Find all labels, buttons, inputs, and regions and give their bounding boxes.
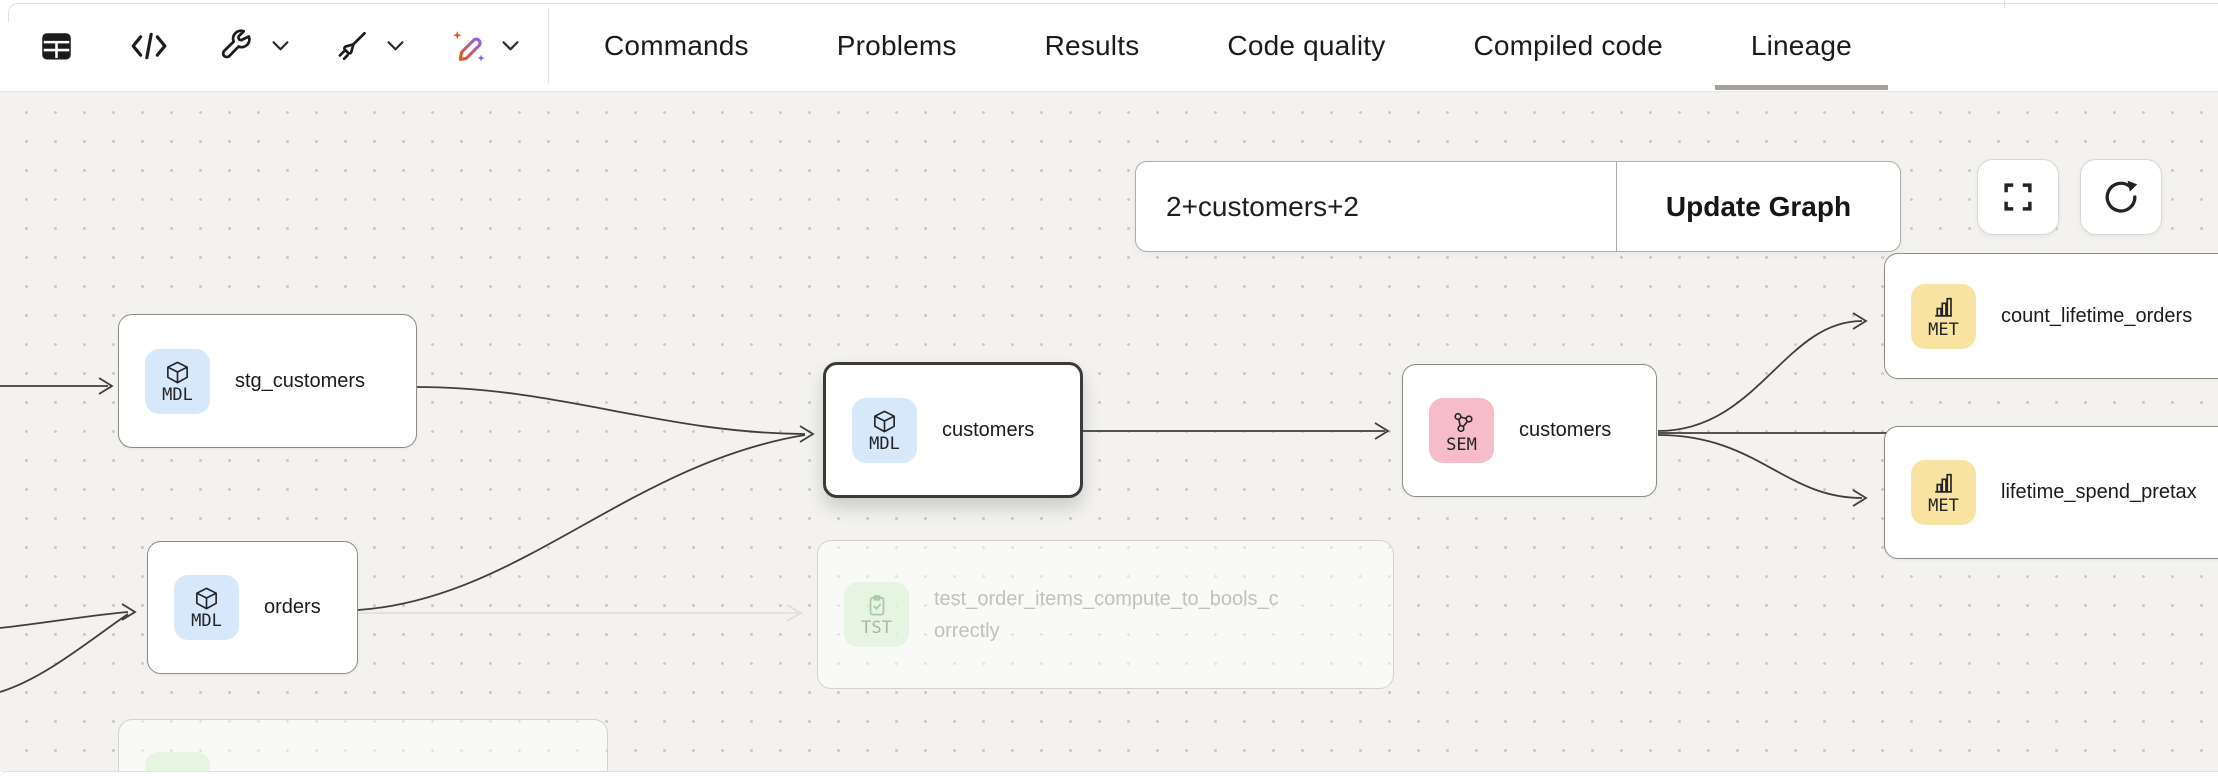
bottom-strip xyxy=(0,771,2218,781)
node-type-label: SEM xyxy=(1446,434,1477,455)
panel-header: Commands Problems Results Code quality C… xyxy=(0,0,2218,91)
node-test-order-items[interactable]: TST test_order_items_compute_to_bools_co… xyxy=(817,540,1394,689)
wrench-icon[interactable] xyxy=(217,27,254,64)
pane-top-divider-tick xyxy=(2004,0,2005,8)
edge-into-orders-2 xyxy=(0,613,129,693)
chevron-down-icon[interactable] xyxy=(498,33,523,58)
clipboard-check-icon xyxy=(869,594,884,616)
node-label: customers xyxy=(942,418,1035,441)
editor-toolbar xyxy=(0,0,523,91)
model-selector-input[interactable] xyxy=(1136,162,1616,251)
tab-lineage[interactable]: Lineage xyxy=(1714,0,1888,91)
edge-arrowhead xyxy=(121,603,137,621)
tab-commands[interactable]: Commands xyxy=(604,29,749,61)
chevron-down-icon[interactable] xyxy=(268,33,293,58)
edge-arrowhead xyxy=(1374,422,1390,440)
fullscreen-icon xyxy=(2004,183,2032,211)
network-icon xyxy=(1453,412,1473,432)
update-graph-button[interactable]: Update Graph xyxy=(1617,162,1900,251)
tab-results[interactable]: Results xyxy=(1044,29,1140,61)
node-type-label: MET xyxy=(1928,319,1959,340)
tab-problems[interactable]: Problems xyxy=(836,29,957,61)
bar-chart-icon xyxy=(1935,473,1952,493)
node-type-label: MDL xyxy=(191,611,222,631)
bar-chart-icon xyxy=(1935,297,1952,317)
edge-arrowhead xyxy=(786,604,803,622)
tab-code-quality[interactable]: Code quality xyxy=(1227,29,1386,61)
refresh-icon xyxy=(2105,180,2138,213)
magic-pencil-icon[interactable] xyxy=(450,27,488,65)
edge-arrowhead xyxy=(799,425,815,443)
node-type-label: MDL xyxy=(162,384,193,405)
chevron-down-icon[interactable] xyxy=(383,33,408,58)
broom-icon[interactable] xyxy=(333,28,369,64)
edge-arrowhead xyxy=(98,377,114,395)
cube-icon xyxy=(167,361,188,383)
panel-tabs: Commands Problems Results Code quality C… xyxy=(604,0,1888,91)
node-type-label: MDL xyxy=(869,433,900,454)
node-label: lifetime_spend_pretax xyxy=(2001,481,2197,503)
refresh-button[interactable] xyxy=(2080,159,2162,235)
cube-icon xyxy=(874,410,895,432)
edge-into-orders-1 xyxy=(0,611,129,629)
node-customers-model[interactable]: MDL customers xyxy=(823,362,1083,498)
node-label: count_lifetime_orders xyxy=(2001,304,2193,327)
code-icon[interactable] xyxy=(129,29,169,63)
edge-semantic-count-metric xyxy=(1657,320,1863,432)
lineage-canvas[interactable]: MDL stg_customers MDL orders MDL custome… xyxy=(0,91,2218,772)
node-orders[interactable]: MDL orders xyxy=(147,541,358,674)
node-label: customers xyxy=(1519,419,1612,441)
model-badge: MDL xyxy=(174,575,239,640)
node-count-lifetime-orders[interactable]: MET count_lifetime_orders xyxy=(1884,253,2218,379)
cube-icon xyxy=(196,587,217,610)
node-type-label: MET xyxy=(1928,496,1959,516)
node-ghost-bottom[interactable] xyxy=(118,719,608,772)
lineage-edges xyxy=(0,312,1890,693)
model-badge: MDL xyxy=(145,348,210,414)
toolbar-tabs-divider xyxy=(548,8,549,84)
node-label: stg_customers xyxy=(235,369,366,392)
node-label: orders xyxy=(264,596,321,618)
edge-semantic-spend-metric xyxy=(1657,434,1863,499)
edge-arrowhead xyxy=(1852,489,1868,507)
metric-badge: MET xyxy=(1911,283,1976,349)
tab-compiled-code[interactable]: Compiled code xyxy=(1473,29,1663,61)
test-badge: TST xyxy=(844,582,909,647)
edge-orders-customers xyxy=(357,434,806,611)
metric-badge: MET xyxy=(1911,460,1976,525)
lineage-selector: Update Graph xyxy=(1135,161,1901,252)
node-customers-semantic[interactable]: SEM customers xyxy=(1402,364,1657,497)
fullscreen-button[interactable] xyxy=(1977,159,2059,235)
node-type-label: TST xyxy=(861,617,892,638)
node-stg-customers[interactable]: MDL stg_customers xyxy=(118,314,417,448)
table-icon[interactable] xyxy=(37,28,76,64)
model-badge: MDL xyxy=(852,397,917,463)
node-label: test_order_items_compute_to_bools_correc… xyxy=(934,587,1279,642)
edge-stg-customers xyxy=(416,386,806,435)
semantic-model-badge: SEM xyxy=(1429,398,1494,463)
node-lifetime-spend-pretax[interactable]: MET lifetime_spend_pretax xyxy=(1884,426,2218,559)
test-badge xyxy=(145,751,210,772)
edge-arrowhead xyxy=(1852,312,1868,330)
selector-divider xyxy=(1616,162,1617,251)
